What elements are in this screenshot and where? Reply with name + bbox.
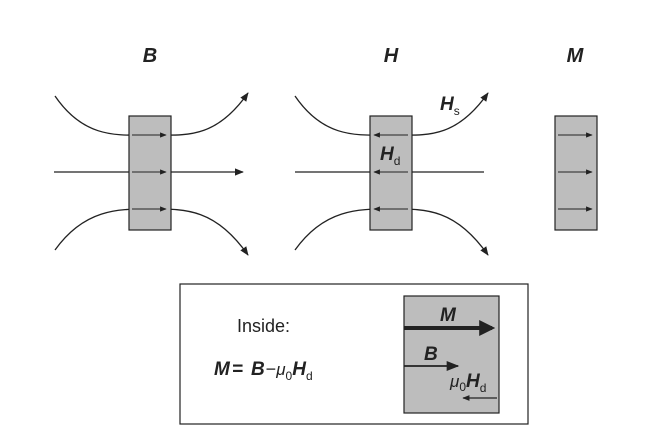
hd-label: Hd: [380, 144, 400, 168]
m-panel-title: M: [567, 45, 585, 67]
b-panel-title: B: [143, 45, 157, 67]
m-magnet-bar: [554, 115, 598, 231]
m-vector-label: M: [440, 305, 457, 326]
b-panel: B: [54, 45, 249, 256]
legend-box: Inside: M=B−μ0Hd M B μ0Hd: [179, 283, 529, 425]
vector-box: [403, 295, 500, 414]
b-vector-label: B: [424, 344, 438, 365]
muhd-vector-label: μ0Hd: [449, 371, 486, 395]
h-panel: H Hs Hd: [294, 45, 489, 256]
m-panel: M: [554, 45, 598, 231]
h-panel-title: H: [384, 45, 399, 67]
hs-label: Hs: [440, 94, 460, 118]
h-magnet-bar: [369, 115, 413, 231]
inside-label: Inside:: [237, 316, 290, 336]
relation-equation: M=B−μ0Hd: [214, 359, 313, 383]
b-magnet-bar: [128, 115, 172, 231]
